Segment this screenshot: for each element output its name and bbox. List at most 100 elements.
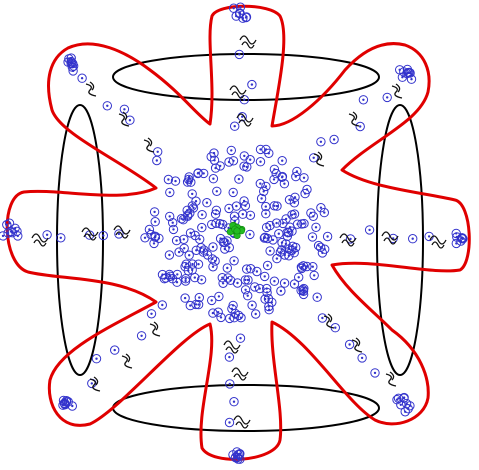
particle bbox=[271, 168, 281, 179]
particle bbox=[213, 307, 223, 317]
particle bbox=[256, 193, 267, 204]
tip-cluster bbox=[228, 447, 245, 464]
particle bbox=[311, 222, 321, 233]
particle bbox=[319, 207, 329, 218]
squiggle-layer bbox=[31, 35, 447, 429]
particle bbox=[250, 282, 260, 292]
particle bbox=[180, 293, 190, 303]
particle bbox=[193, 168, 203, 179]
red-outline bbox=[5, 4, 471, 461]
particle bbox=[313, 240, 324, 251]
particle bbox=[207, 295, 217, 306]
particle bbox=[317, 313, 328, 323]
particle bbox=[294, 272, 304, 282]
particle bbox=[228, 300, 238, 311]
particle bbox=[284, 195, 295, 205]
particle bbox=[458, 234, 468, 244]
particle bbox=[235, 333, 246, 343]
particle bbox=[261, 144, 271, 155]
particle bbox=[255, 178, 265, 189]
particle bbox=[229, 397, 239, 407]
particle bbox=[300, 188, 310, 199]
squiggle bbox=[239, 35, 257, 49]
particle bbox=[193, 299, 204, 310]
squiggle bbox=[113, 225, 131, 239]
particle bbox=[229, 3, 239, 13]
particle bbox=[234, 49, 245, 60]
particle bbox=[193, 259, 204, 269]
tip-cluster bbox=[451, 228, 468, 249]
particle bbox=[262, 283, 272, 294]
particle bbox=[243, 275, 253, 285]
particle bbox=[224, 352, 235, 362]
particle bbox=[355, 121, 365, 132]
particle bbox=[245, 210, 256, 221]
particle bbox=[309, 270, 319, 281]
particle bbox=[165, 211, 175, 222]
particle bbox=[392, 395, 402, 405]
particle bbox=[210, 163, 221, 173]
particle bbox=[261, 209, 271, 219]
particle bbox=[229, 256, 239, 266]
particle bbox=[255, 157, 266, 167]
particle bbox=[149, 207, 160, 217]
squiggle bbox=[348, 111, 360, 127]
particle bbox=[236, 313, 246, 323]
particle bbox=[110, 345, 120, 355]
squiggle bbox=[313, 151, 325, 167]
particle bbox=[264, 305, 274, 315]
particle bbox=[223, 273, 233, 283]
squiggle bbox=[223, 340, 241, 354]
particle bbox=[278, 218, 288, 229]
squiggle bbox=[429, 235, 447, 249]
ellipse-top bbox=[112, 53, 380, 101]
particle bbox=[77, 73, 87, 83]
particle bbox=[238, 13, 248, 23]
particle bbox=[222, 236, 232, 246]
particle bbox=[265, 246, 275, 256]
particle bbox=[329, 134, 339, 145]
particle bbox=[164, 269, 175, 280]
particle bbox=[208, 242, 218, 252]
particle bbox=[231, 201, 242, 211]
particle bbox=[98, 230, 109, 241]
center-cluster bbox=[226, 221, 246, 240]
particle bbox=[168, 218, 178, 228]
particle bbox=[194, 292, 205, 303]
particle bbox=[370, 368, 380, 378]
particle bbox=[211, 205, 222, 216]
squiggle bbox=[229, 85, 247, 99]
particle bbox=[382, 92, 392, 103]
squiggle bbox=[85, 81, 97, 97]
squiggle bbox=[143, 137, 155, 153]
squiggle bbox=[351, 337, 363, 353]
particle bbox=[259, 186, 269, 197]
particle bbox=[58, 400, 68, 410]
particle bbox=[269, 174, 279, 185]
particle bbox=[260, 232, 270, 243]
particle bbox=[215, 233, 226, 244]
particle bbox=[364, 225, 375, 235]
particle bbox=[168, 224, 179, 235]
particle bbox=[274, 229, 284, 239]
particle bbox=[255, 144, 266, 155]
tip-cluster bbox=[395, 64, 417, 84]
squiggle bbox=[118, 111, 130, 127]
particle bbox=[225, 379, 235, 389]
particle bbox=[214, 291, 224, 302]
particle bbox=[208, 174, 219, 184]
particle bbox=[157, 300, 168, 310]
particle bbox=[218, 278, 228, 288]
squiggle bbox=[385, 371, 397, 387]
particle bbox=[316, 203, 326, 213]
particle bbox=[395, 65, 405, 75]
particle bbox=[234, 174, 244, 184]
particle bbox=[238, 209, 248, 219]
squiggle bbox=[236, 113, 254, 127]
particle bbox=[180, 276, 191, 286]
particle bbox=[199, 168, 209, 179]
particle bbox=[140, 233, 150, 243]
particle bbox=[183, 266, 194, 276]
